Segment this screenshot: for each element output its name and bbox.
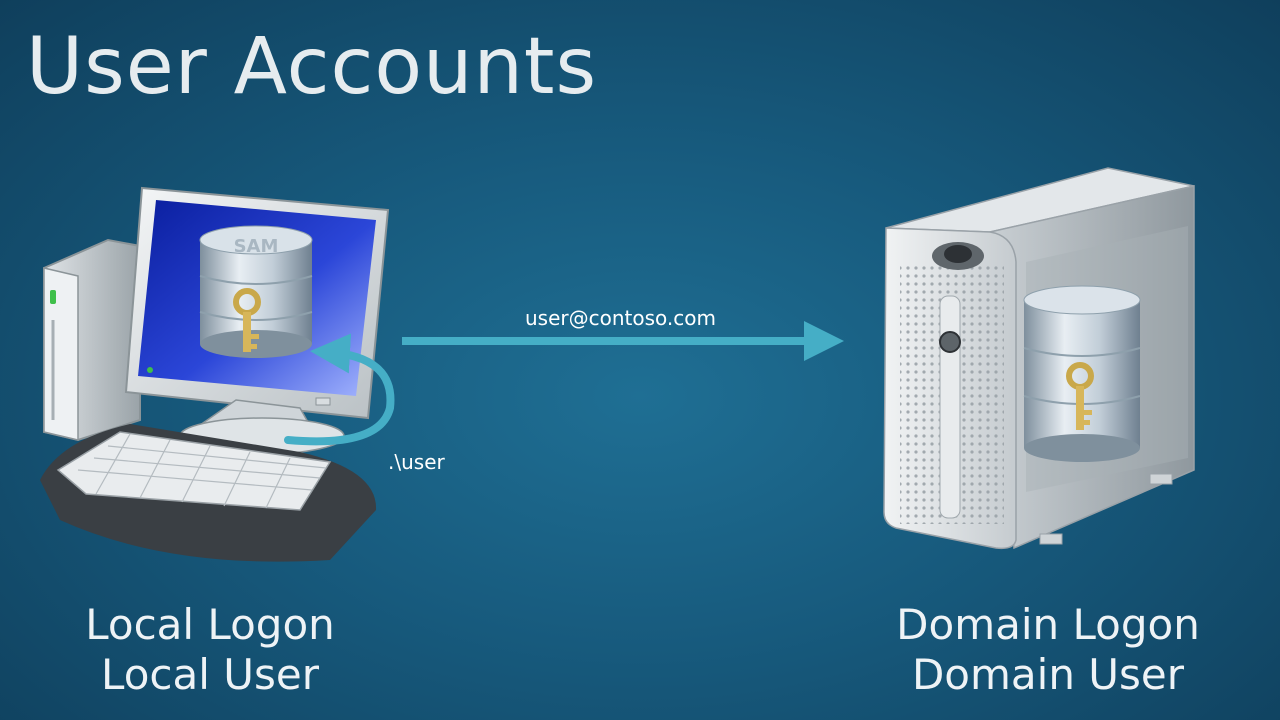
- keyboard: [40, 424, 377, 562]
- local-caption-line2: Local User: [101, 650, 319, 699]
- power-button-icon: [939, 331, 961, 353]
- key-icon: [233, 288, 261, 352]
- pc-tower: [43, 238, 141, 442]
- domain-caption: Domain Logon Domain User: [870, 600, 1226, 700]
- local-caption: Local Logon Local User: [40, 600, 380, 700]
- server-database-icon: [1023, 285, 1141, 462]
- domain-arrow-label: user@contoso.com: [525, 306, 716, 330]
- server-illustration: [883, 167, 1195, 550]
- slide-title: User Accounts: [26, 22, 598, 112]
- local-arrow-label: .\user: [388, 450, 445, 474]
- domain-caption-line2: Domain User: [911, 650, 1185, 699]
- computer-illustration: SAM: [40, 186, 395, 562]
- sam-database-icon: SAM: [199, 225, 313, 358]
- domain-caption-line1: Domain Logon: [896, 600, 1200, 649]
- server-key-icon: [1066, 362, 1094, 430]
- local-caption-line1: Local Logon: [85, 600, 335, 649]
- local-logon-arrow: [284, 333, 395, 446]
- sam-label: SAM: [234, 236, 279, 257]
